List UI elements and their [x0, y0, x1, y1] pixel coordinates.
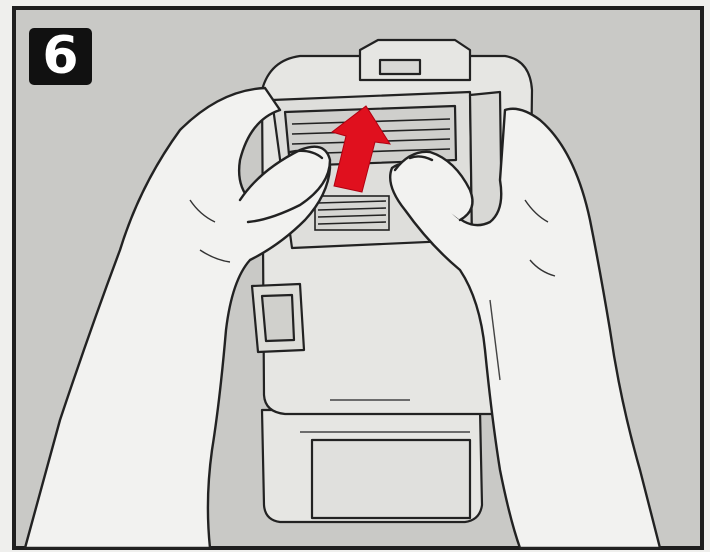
step-number-badge: 6	[29, 28, 92, 85]
grip-ribs	[315, 196, 389, 230]
